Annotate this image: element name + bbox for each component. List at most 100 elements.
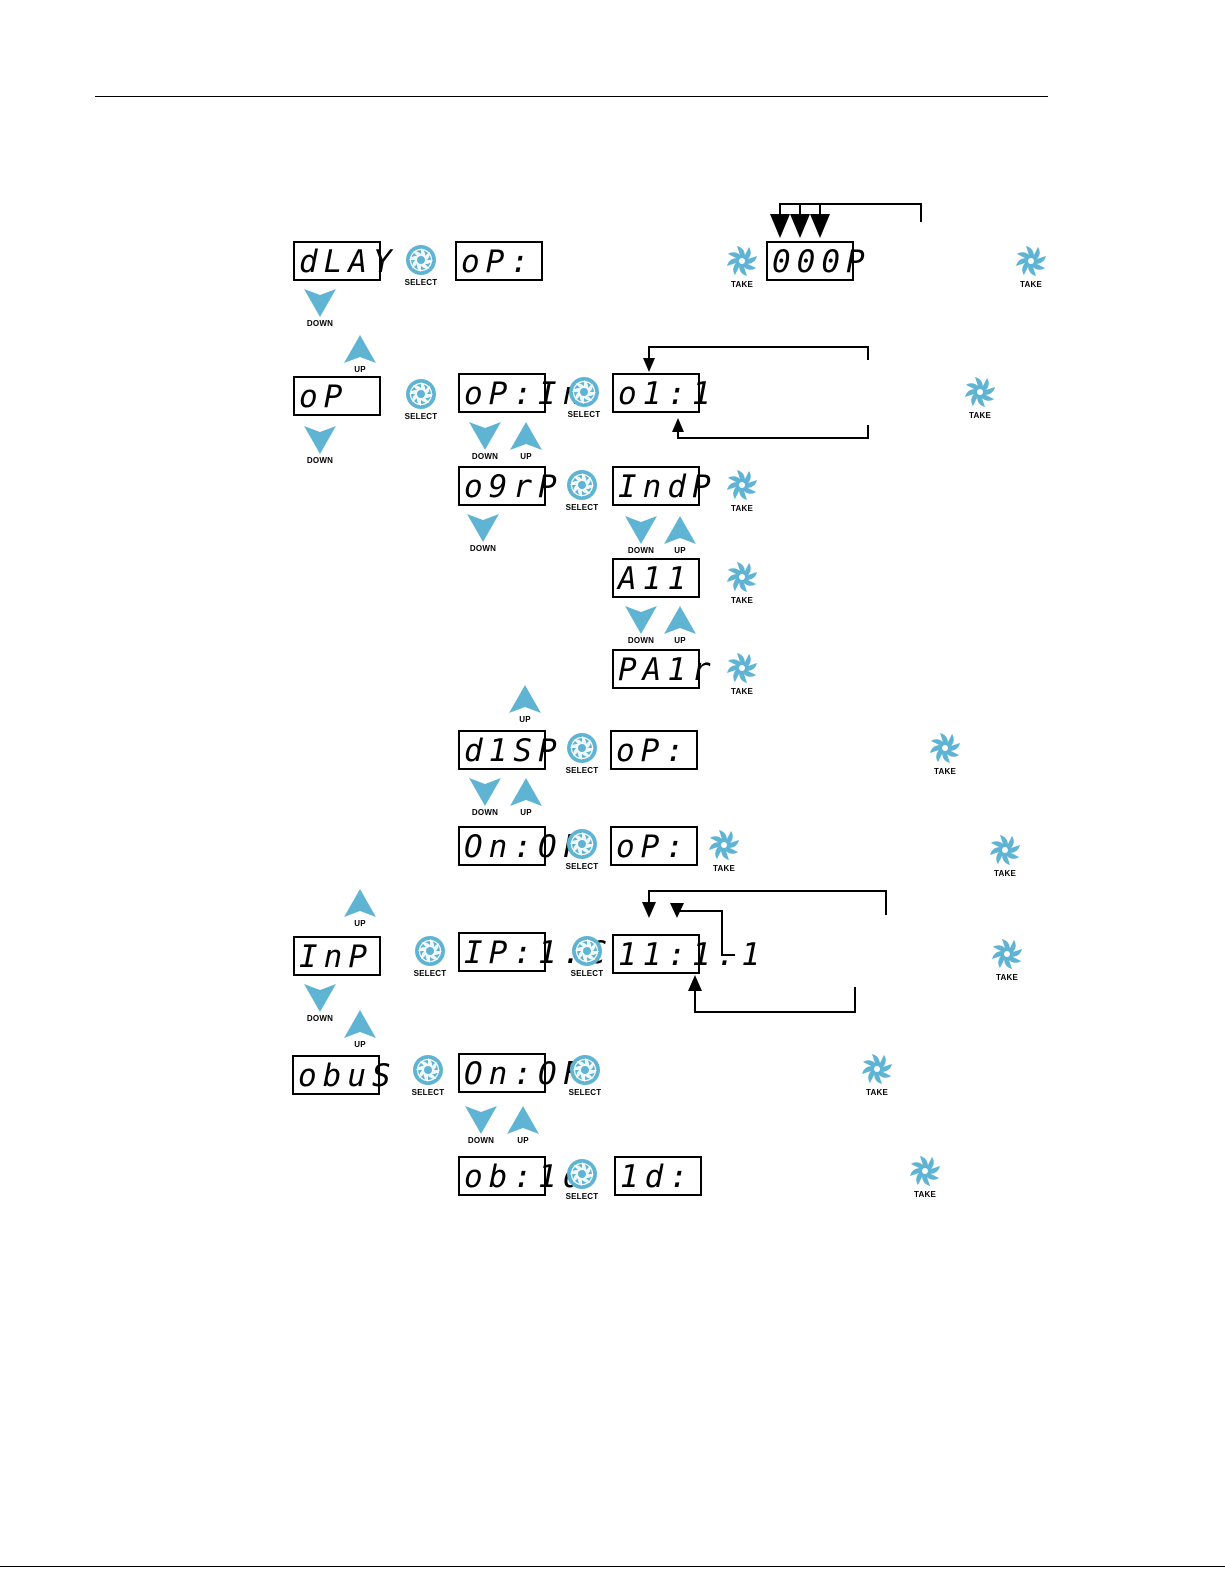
up-arrow-icon [344, 1010, 376, 1038]
button-label: SELECT [565, 766, 599, 775]
button-label: TAKE [731, 596, 753, 605]
button-label: TAKE [866, 1088, 888, 1097]
down-arrow-icon [465, 1106, 497, 1134]
button-label: SELECT [567, 410, 601, 419]
take-button[interactable]: TAKE [725, 560, 759, 605]
display-text: oP: [461, 244, 535, 280]
select-button[interactable]: SELECT [569, 1054, 601, 1097]
select-button-icon [569, 377, 599, 407]
up-arrow-icon [510, 422, 542, 450]
select-button-icon [572, 936, 602, 966]
select-button-icon [570, 1055, 600, 1085]
take-button-icon [965, 377, 995, 407]
up-arrow-icon [664, 516, 696, 544]
display-text: dLAY [299, 244, 398, 280]
take-button[interactable]: TAKE [707, 828, 741, 873]
button-label: DOWN [306, 456, 334, 465]
up-arrow-icon [507, 1106, 539, 1134]
down-arrow-button[interactable]: DOWN [302, 287, 338, 328]
up-arrow-icon [509, 685, 541, 713]
down-arrow-button[interactable]: DOWN [623, 604, 659, 645]
take-button[interactable]: TAKE [990, 937, 1024, 982]
select-button[interactable]: SELECT [566, 732, 598, 775]
display-op: oP [293, 376, 381, 416]
display-text: IP:1.C [464, 935, 612, 971]
take-button[interactable]: TAKE [1014, 244, 1048, 289]
up-arrow-button[interactable]: UP [662, 604, 698, 645]
button-label: DOWN [627, 636, 655, 645]
down-arrow-icon [469, 422, 501, 450]
display-text: 000P [772, 244, 871, 280]
up-arrow-icon [344, 889, 376, 917]
down-arrow-button[interactable]: DOWN [623, 514, 659, 555]
display-o1-1: o1:1 [612, 373, 711, 413]
down-arrow-button[interactable]: DOWN [302, 424, 338, 465]
down-arrow-icon [304, 984, 336, 1012]
display-text: ob:1d [464, 1159, 588, 1195]
take-button[interactable]: TAKE [963, 375, 997, 420]
select-button-icon [413, 1055, 443, 1085]
take-button[interactable]: TAKE [725, 651, 759, 696]
select-button[interactable]: SELECT [414, 935, 446, 978]
down-arrow-button[interactable]: DOWN [465, 512, 501, 553]
down-arrow-button[interactable]: DOWN [302, 982, 338, 1023]
up-arrow-button[interactable]: UP [342, 1008, 378, 1049]
down-arrow-button[interactable]: DOWN [463, 1104, 499, 1145]
display-inp: InP [293, 936, 381, 976]
select-button[interactable]: SELECT [566, 469, 598, 512]
display-text: 11:1.1 [618, 937, 766, 973]
display-text: d1SP [464, 733, 563, 769]
button-label: SELECT [413, 969, 447, 978]
display-pair: PA1r [612, 649, 711, 689]
take-button-icon [727, 562, 757, 592]
up-arrow-button[interactable]: UP [342, 887, 378, 928]
take-button-icon [862, 1054, 892, 1084]
button-label: TAKE [1020, 280, 1042, 289]
take-button[interactable]: TAKE [928, 731, 962, 776]
display-text: IndP [618, 469, 717, 505]
select-button[interactable]: SELECT [405, 244, 437, 287]
button-label: UP [517, 1136, 529, 1145]
display-onof: On:OF [458, 826, 581, 866]
select-button[interactable]: SELECT [568, 376, 600, 419]
up-arrow-button[interactable]: UP [662, 514, 698, 555]
select-button-icon [406, 245, 436, 275]
select-button[interactable]: SELECT [566, 1158, 598, 1201]
down-arrow-icon [304, 289, 336, 317]
take-button[interactable]: TAKE [908, 1154, 942, 1199]
down-arrow-button[interactable]: DOWN [467, 776, 503, 817]
select-button[interactable]: SELECT [566, 828, 598, 871]
display-dlay-op: oP: [455, 241, 543, 281]
take-button-icon [727, 653, 757, 683]
down-arrow-button[interactable]: DOWN [467, 420, 503, 461]
take-button-icon [910, 1156, 940, 1186]
button-label: SELECT [568, 1088, 602, 1097]
up-arrow-button[interactable]: UP [507, 683, 543, 724]
take-button-icon [990, 835, 1020, 865]
display-000p: 000P [766, 241, 871, 281]
button-label: UP [674, 546, 686, 555]
up-arrow-button[interactable]: UP [342, 333, 378, 374]
take-button[interactable]: TAKE [725, 468, 759, 513]
up-arrow-button[interactable]: UP [508, 420, 544, 461]
display-onof-op: oP: [610, 826, 698, 866]
take-button[interactable]: TAKE [860, 1052, 894, 1097]
button-label: DOWN [471, 808, 499, 817]
select-button[interactable]: SELECT [571, 935, 603, 978]
button-label: SELECT [565, 862, 599, 871]
up-arrow-button[interactable]: UP [508, 776, 544, 817]
select-button[interactable]: SELECT [405, 378, 437, 421]
take-button[interactable]: TAKE [988, 833, 1022, 878]
display-i11: 11:1.1 [612, 934, 766, 974]
button-label: TAKE [996, 973, 1018, 982]
button-label: TAKE [914, 1190, 936, 1199]
button-label: TAKE [731, 280, 753, 289]
button-label: SELECT [411, 1088, 445, 1097]
display-text: 1d: [620, 1159, 694, 1195]
take-button[interactable]: TAKE [725, 244, 759, 289]
button-label: UP [354, 1040, 366, 1049]
select-button[interactable]: SELECT [412, 1054, 444, 1097]
select-button-icon [406, 379, 436, 409]
up-arrow-button[interactable]: UP [505, 1104, 541, 1145]
